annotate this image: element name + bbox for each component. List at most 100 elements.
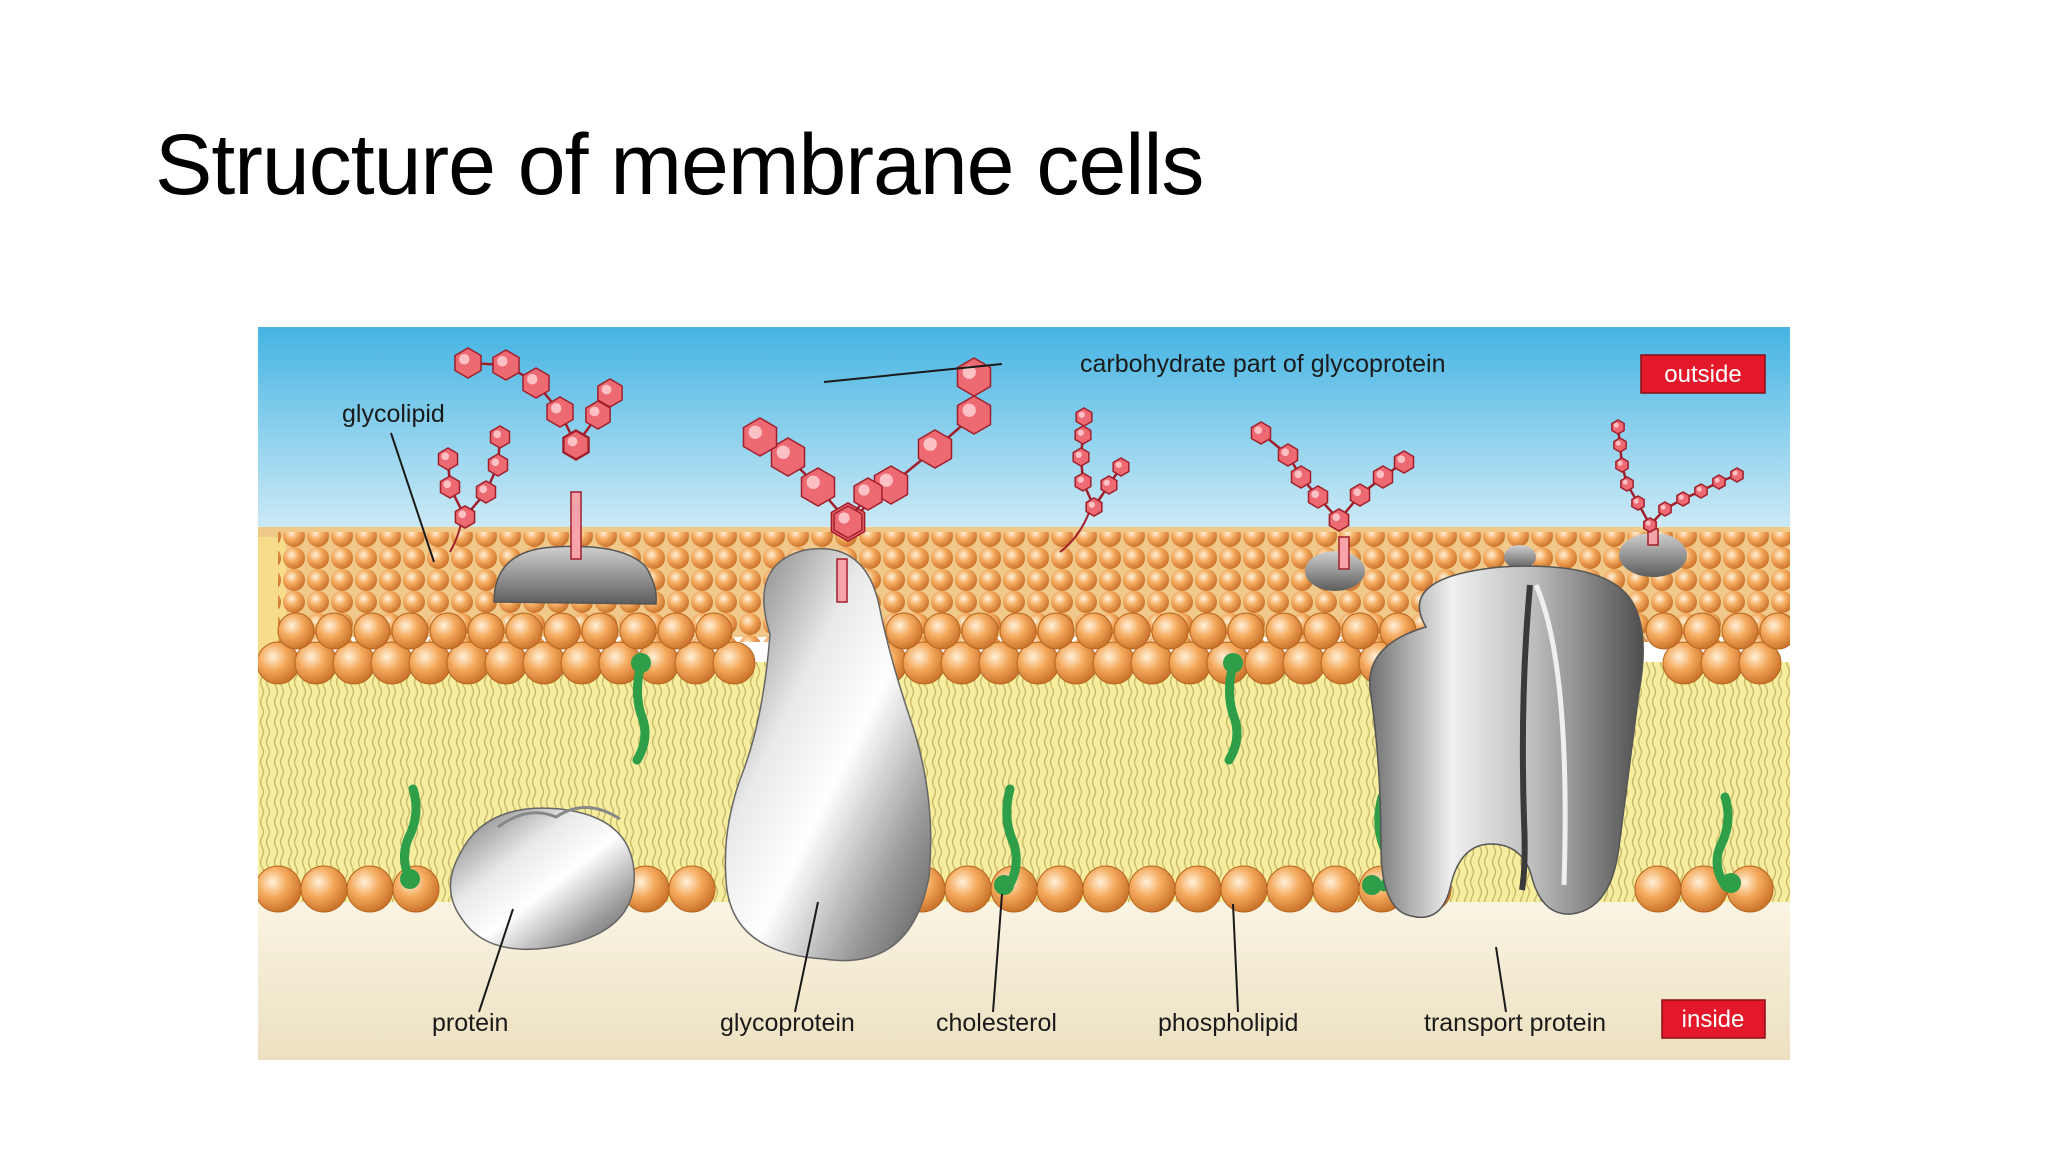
label-glycolipid: glycolipid: [342, 400, 445, 428]
sugar-unit: [563, 430, 589, 460]
phospholipid-head: [391, 612, 429, 650]
label-carbohydrate: carbohydrate part of glycoprotein: [1080, 350, 1446, 378]
pointer-lines: [390, 363, 1507, 1013]
phospholipid-head: [1721, 612, 1759, 650]
phospholipid-head: [1341, 612, 1379, 650]
label-cholesterol: cholesterol: [936, 1009, 1057, 1037]
sugar-unit: [1328, 508, 1350, 532]
slide-title: Structure of membrane cells: [155, 117, 1204, 213]
inside-tag-text: inside: [1682, 1006, 1745, 1033]
phospholipid-head: [1303, 612, 1341, 650]
label-protein: protein: [432, 1009, 508, 1037]
phospholipid-head: [467, 612, 505, 650]
phospholipid-head: [1151, 612, 1189, 650]
phospholipid-head: [1312, 865, 1360, 913]
cholesterol-heads: [400, 653, 1741, 895]
sugar-unit: [1085, 497, 1103, 517]
sugar-unit: [546, 396, 574, 428]
sugar-unit: [833, 505, 863, 539]
sugar-unit: [1712, 474, 1726, 490]
surface-protein-small: [1619, 533, 1687, 577]
sugar-unit: [1615, 457, 1629, 473]
sugar-unit: [1613, 437, 1627, 453]
sugar-unit: [487, 453, 509, 477]
phospholipid-head: [277, 612, 315, 650]
phospholipid-head: [1082, 865, 1130, 913]
inside-tag: inside: [1661, 999, 1766, 1039]
sugar-unit: [522, 367, 550, 399]
protein-shape: [449, 807, 635, 950]
sugar-unit: [1112, 457, 1130, 477]
outside-tag: outside: [1640, 354, 1766, 394]
phospholipid-head: [1645, 612, 1683, 650]
phospholipid-head: [1265, 612, 1303, 650]
sugar-unit: [1730, 467, 1744, 483]
phospholipid-head: [885, 612, 923, 650]
phospholipid-head: [944, 865, 992, 913]
phospholipid-head: [1128, 865, 1176, 913]
phospholipid-head: [1075, 612, 1113, 650]
label-transport-protein: transport protein: [1424, 1009, 1606, 1037]
sugar-unit: [439, 475, 461, 499]
phospholipid-head: [1227, 612, 1265, 650]
sugar-unit: [597, 378, 623, 408]
sugar-unit: [1277, 443, 1299, 467]
sugar-unit: [1307, 485, 1329, 509]
phospholipid-head: [1174, 865, 1222, 913]
sugar-unit: [1290, 465, 1312, 489]
sugar-unit: [1372, 465, 1394, 489]
carbohydrate-stem: [1338, 536, 1350, 570]
phospholipid-head: [1189, 612, 1227, 650]
phospholipid-head: [1220, 865, 1268, 913]
sugar-unit: [1074, 425, 1092, 445]
phospholipid-head: [1036, 865, 1084, 913]
outside-tag-text: outside: [1664, 361, 1741, 388]
phospholipid-head: [1113, 612, 1151, 650]
sugar-unit: [1643, 517, 1657, 533]
peripheral-protein-top: [493, 545, 658, 605]
phospholipid-head: [923, 612, 961, 650]
sugar-unit: [1658, 501, 1672, 517]
surface-protein-small: [1305, 551, 1365, 591]
phospholipid-head: [1759, 612, 1790, 650]
phospholipid-head: [619, 612, 657, 650]
glycoprotein-shape: [724, 548, 932, 962]
phospholipid-head: [429, 612, 467, 650]
sugar-unit: [454, 505, 476, 529]
phospholipid-head: [1738, 641, 1782, 685]
carbohydrate-chains: [437, 347, 1744, 603]
sugar-unit: [1611, 419, 1625, 435]
phospholipid-head: [581, 612, 619, 650]
phospholipid-head: [999, 612, 1037, 650]
phospholipid-head: [1037, 612, 1075, 650]
label-phospholipid: phospholipid: [1158, 1009, 1298, 1037]
carbohydrate-stem: [570, 491, 582, 560]
transport-protein-shape: [1369, 565, 1644, 918]
sugar-unit: [1100, 475, 1118, 495]
phospholipid-head: [712, 641, 756, 685]
sugar-unit: [475, 480, 497, 504]
surface-protein-small: [1504, 545, 1536, 569]
phospholipid-head: [657, 612, 695, 650]
upper-phospholipid-heads: [258, 612, 1790, 685]
membrane-diagram: glycolipid carbohydrate part of glycopro…: [258, 327, 1790, 1060]
phospholipid-head: [258, 865, 302, 913]
phospholipid-head: [1634, 865, 1682, 913]
sugar-unit: [437, 447, 459, 471]
sugar-unit: [853, 477, 883, 511]
phospholipid-head: [961, 612, 999, 650]
sugar-unit: [492, 349, 520, 381]
sugar-unit: [489, 425, 511, 449]
phospholipid-head: [315, 612, 353, 650]
phospholipid-head: [300, 865, 348, 913]
phospholipid-head: [346, 865, 394, 913]
sugar-unit: [1631, 495, 1645, 511]
sugar-unit: [1694, 483, 1708, 499]
phospholipid-head: [1683, 612, 1721, 650]
phospholipid-head: [505, 612, 543, 650]
phospholipid-head: [695, 612, 733, 650]
phospholipid-head: [668, 865, 716, 913]
sugar-unit: [1393, 450, 1415, 474]
label-glycoprotein: glycoprotein: [720, 1009, 855, 1037]
carbohydrate-stem: [836, 558, 848, 603]
